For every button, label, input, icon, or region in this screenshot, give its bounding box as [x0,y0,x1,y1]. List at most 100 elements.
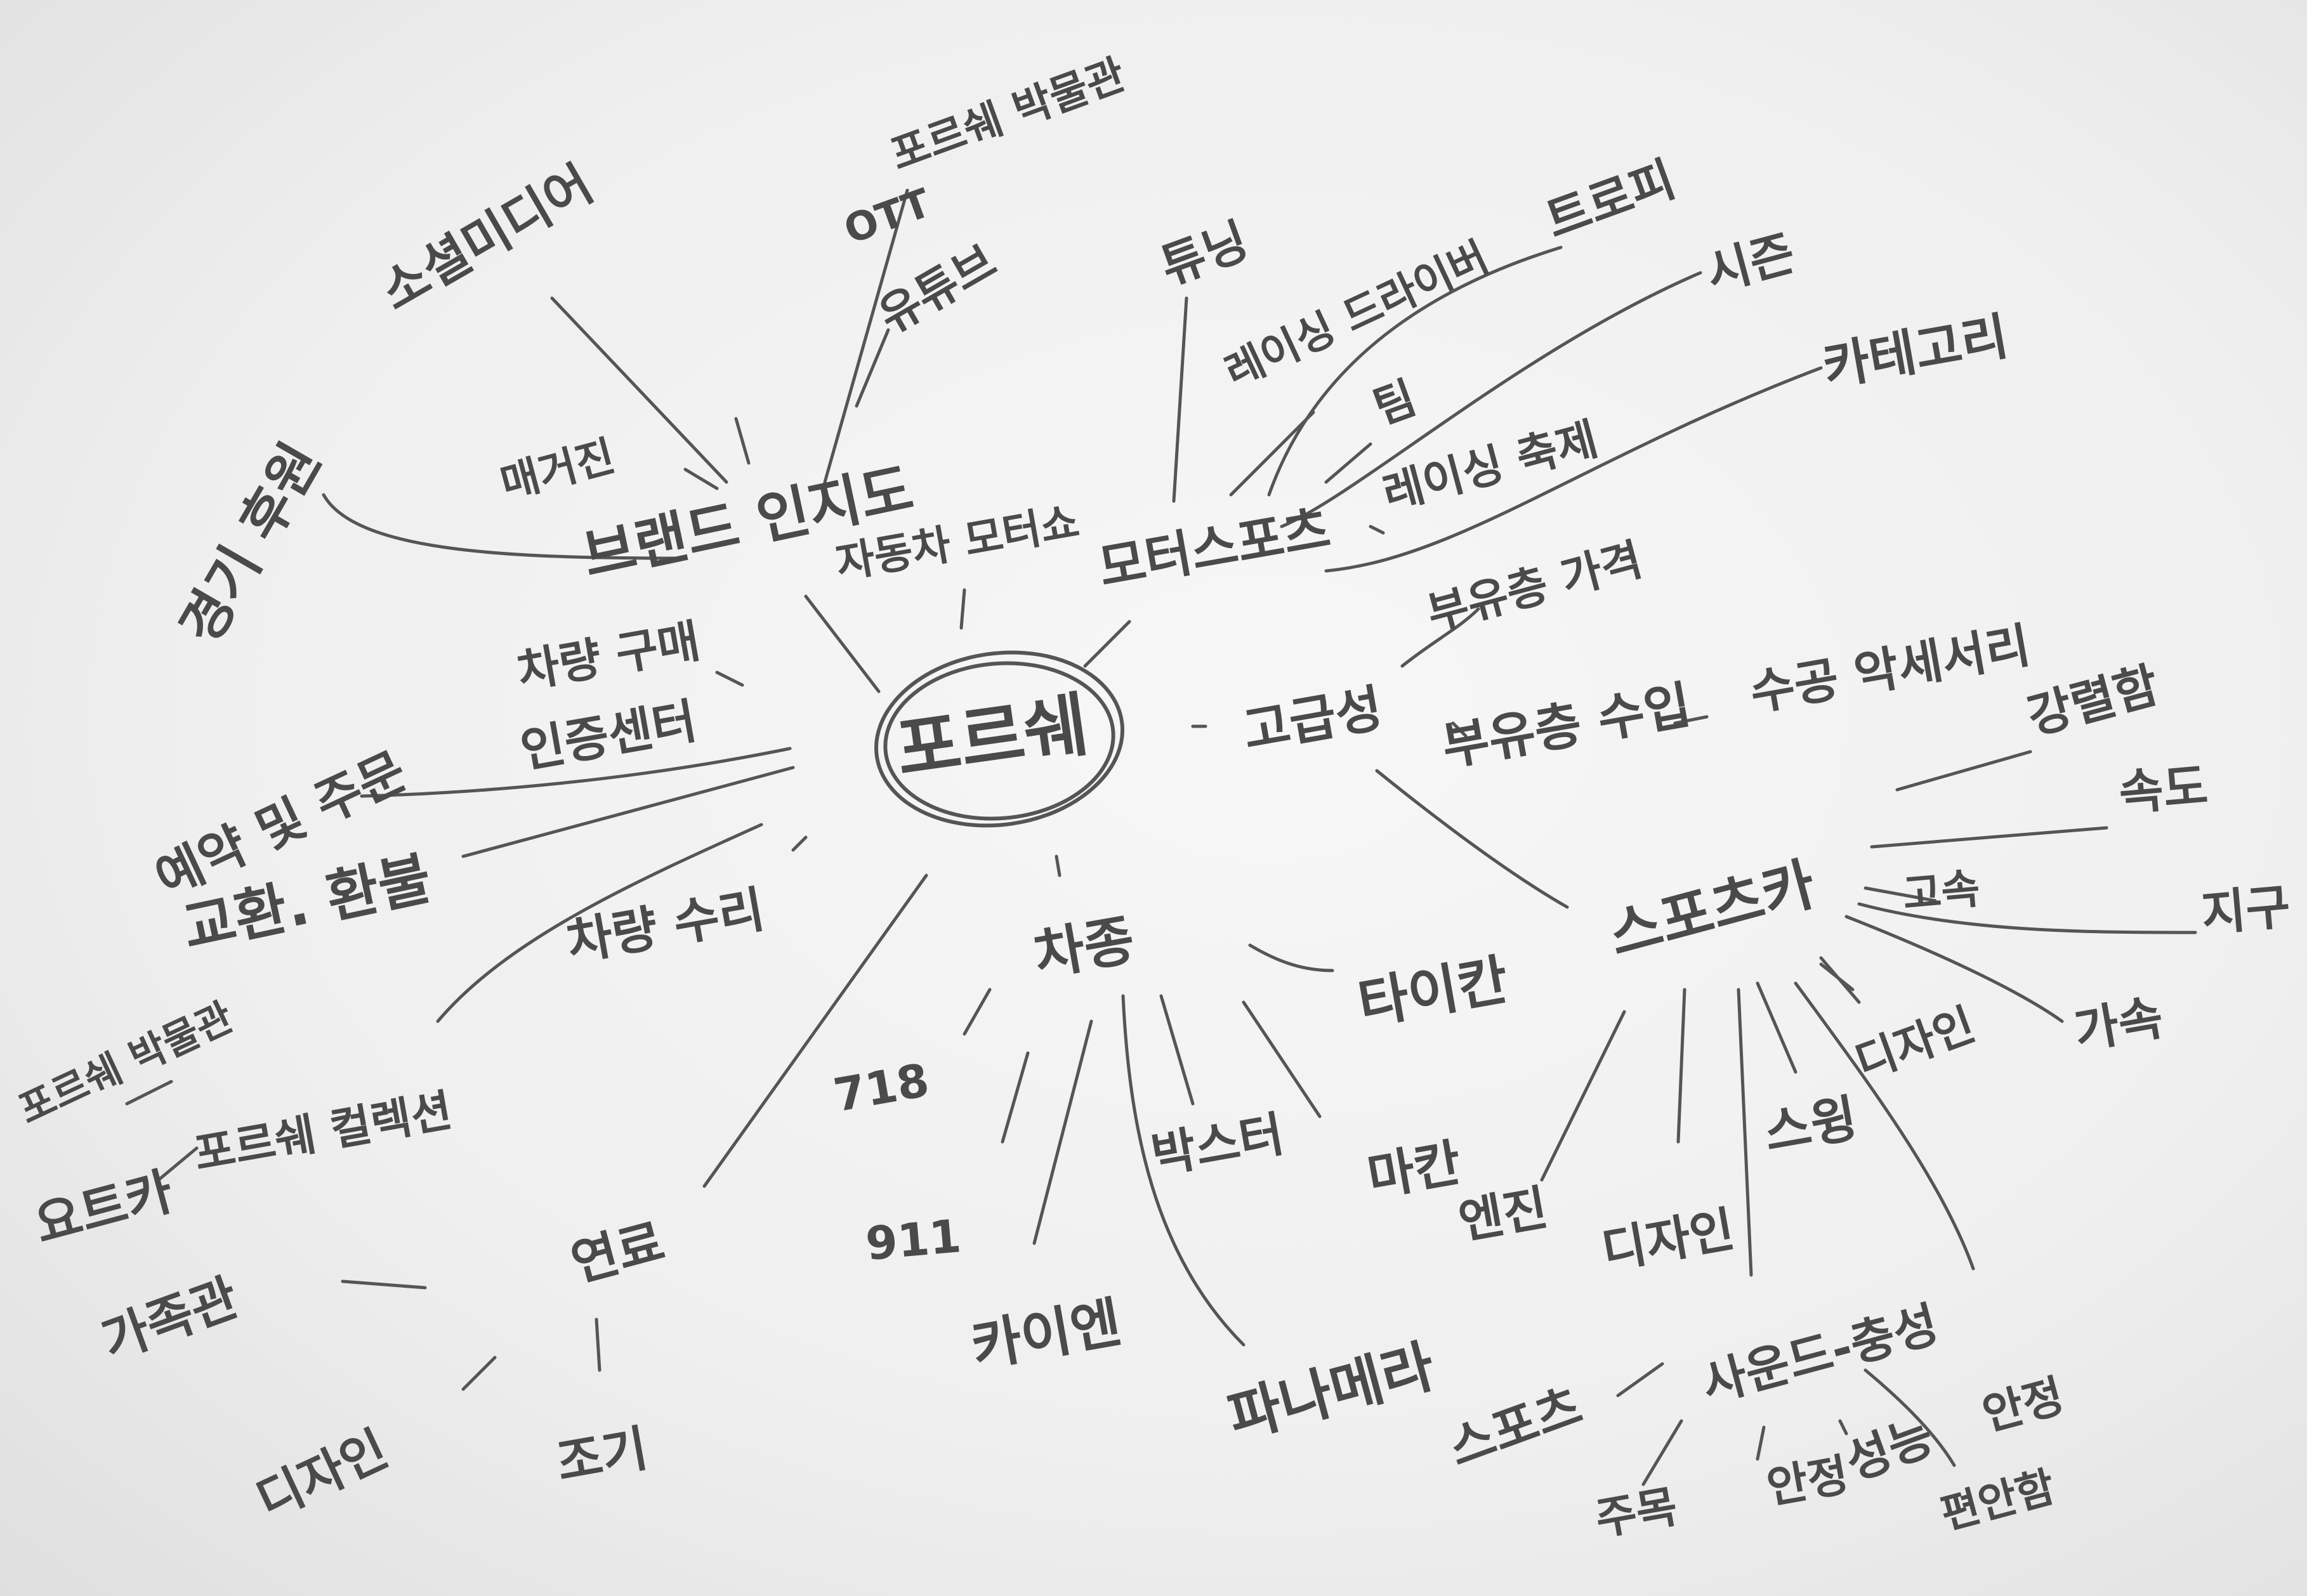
connector-fast [1863,886,1937,903]
connector-magazine [683,468,719,490]
node-vehicle-buy: 차량 구매 [513,614,704,698]
node-endurance: 편안함 [1936,1462,2060,1540]
node-durable: 지구 [2199,878,2292,942]
node-engine: 엔진 [1454,1179,1551,1250]
connector-durable [1857,902,2197,934]
connector-exchange [461,766,795,858]
node-design: 디자인 [249,1421,397,1531]
connector-engine [1540,1010,1626,1182]
connector-trophy [1267,245,1563,497]
node-kyunggi: 경기 후원 [168,433,333,655]
connector-fuel [702,873,928,1188]
node-porsche-museum2: 포르쉐 박물관 [11,993,240,1133]
connector-accel [1844,915,2064,1023]
node-sports-car: 스포츠카 [1602,851,1822,969]
node-acceleration: 가속 [2070,989,2167,1060]
node-luxury: 안정 [1977,1370,2070,1441]
connector-family [341,1279,427,1290]
node-718: 718 [830,1053,933,1122]
node-attention: 주목 [1592,1481,1681,1546]
node-team: 팀 [1367,372,1423,435]
connector-autoshow [959,588,966,630]
connector-team [1324,442,1372,484]
node-premium-price: 부유층 가격 [1422,533,1648,641]
node-quality: 성능 [1838,1408,1941,1491]
node-ott: OTT [838,180,937,253]
connector-sports [1375,769,1569,909]
node-panamera-short: 박스터 [1147,1106,1288,1184]
connector-yacht [157,1146,199,1182]
node-sound: 사운드-충성 [1696,1295,1944,1413]
node-manual: 디자인 [1598,1201,1738,1279]
connector-repair [791,835,808,852]
node-design2: 디자인 [1849,998,1982,1089]
connector-tv [734,417,751,465]
connector-models [1055,854,1061,877]
connector-swing [1756,981,1798,1074]
node-quiet: 조기 [553,1420,652,1493]
node-status: 안정 [1763,1449,1853,1514]
connector-boxster [1159,994,1195,1106]
connector-hand [1673,715,1709,725]
node-premium: 고급성 [1239,679,1387,761]
connector-718 [963,988,992,1036]
node-magazine: 매거진 [496,431,620,509]
node-premium-lux: 부유층 수입 [1438,675,1695,776]
connector-premium-price [1400,607,1480,668]
connector-event [1369,525,1385,535]
connector-macan [1242,1000,1322,1118]
connector-social [550,296,728,484]
connector-strong [1895,750,2032,792]
node-strong: 강렬함 [2021,657,2165,745]
connector-museum2 [125,1080,173,1106]
connector-museum [823,188,909,484]
connector-collection [436,823,763,1023]
node-swing: 스윙 [1759,1089,1862,1163]
connector-speed [1870,826,2108,849]
connector-reservation [360,747,792,798]
node-experience: 인증센터 [516,692,701,778]
connector-motorsport [1083,620,1131,668]
node-911: 911 [864,1209,963,1271]
connector-quality2 [1838,1419,1848,1436]
node-center: 포르쉐 [891,684,1093,791]
connector-design [461,1356,497,1391]
node-hand: 수공 악세서리 [1746,617,2035,721]
connector-quality [1794,981,1975,1271]
center-ring [874,650,1125,828]
node-family: 가족관 [94,1267,246,1371]
node-social: 소셜미디어 [371,154,603,322]
connector-tuning [1172,296,1188,503]
connector-taycan [1248,943,1334,972]
node-price: 요트카 [29,1161,179,1255]
node-fast: 고속 [1901,864,1982,919]
node-tuning: 튜닝 [1153,212,1256,295]
node-category: 카테고리 [1818,306,2013,397]
node-motorsport: 모터스포츠 [1094,499,1335,598]
node-porsche-collection: 포르쉐 컬렉션 [190,1084,456,1181]
connector-quiet [595,1318,601,1372]
connector-premium-lux [1451,721,1468,738]
center-ring-inner [883,661,1115,821]
connector-911 [1001,1051,1030,1144]
connector-panamera [1121,994,1246,1347]
node-porsche-museum: 포르쉐 박물관 [884,49,1131,180]
connector-sound [1737,988,1753,1277]
connectors [125,188,2197,1486]
node-macan: 마칸 [1363,1133,1465,1207]
connector-season [1280,271,1702,528]
node-season: 시즌 [1700,225,1801,302]
node-info: 연료 [565,1212,670,1293]
connector-brand [804,594,881,693]
connector-buy [715,670,744,687]
node-maintenance: 차량 수리 [563,881,769,972]
connector-sponsor [322,493,681,560]
connector-category [1324,366,1823,573]
node-racing-driver: 레이싱 드라이버 [1218,232,1496,396]
node-trophy: 트로피 [1538,150,1683,249]
node-racing-event: 레이싱 축제 [1377,413,1603,520]
node-taycan: 타이칸 [1353,948,1513,1037]
